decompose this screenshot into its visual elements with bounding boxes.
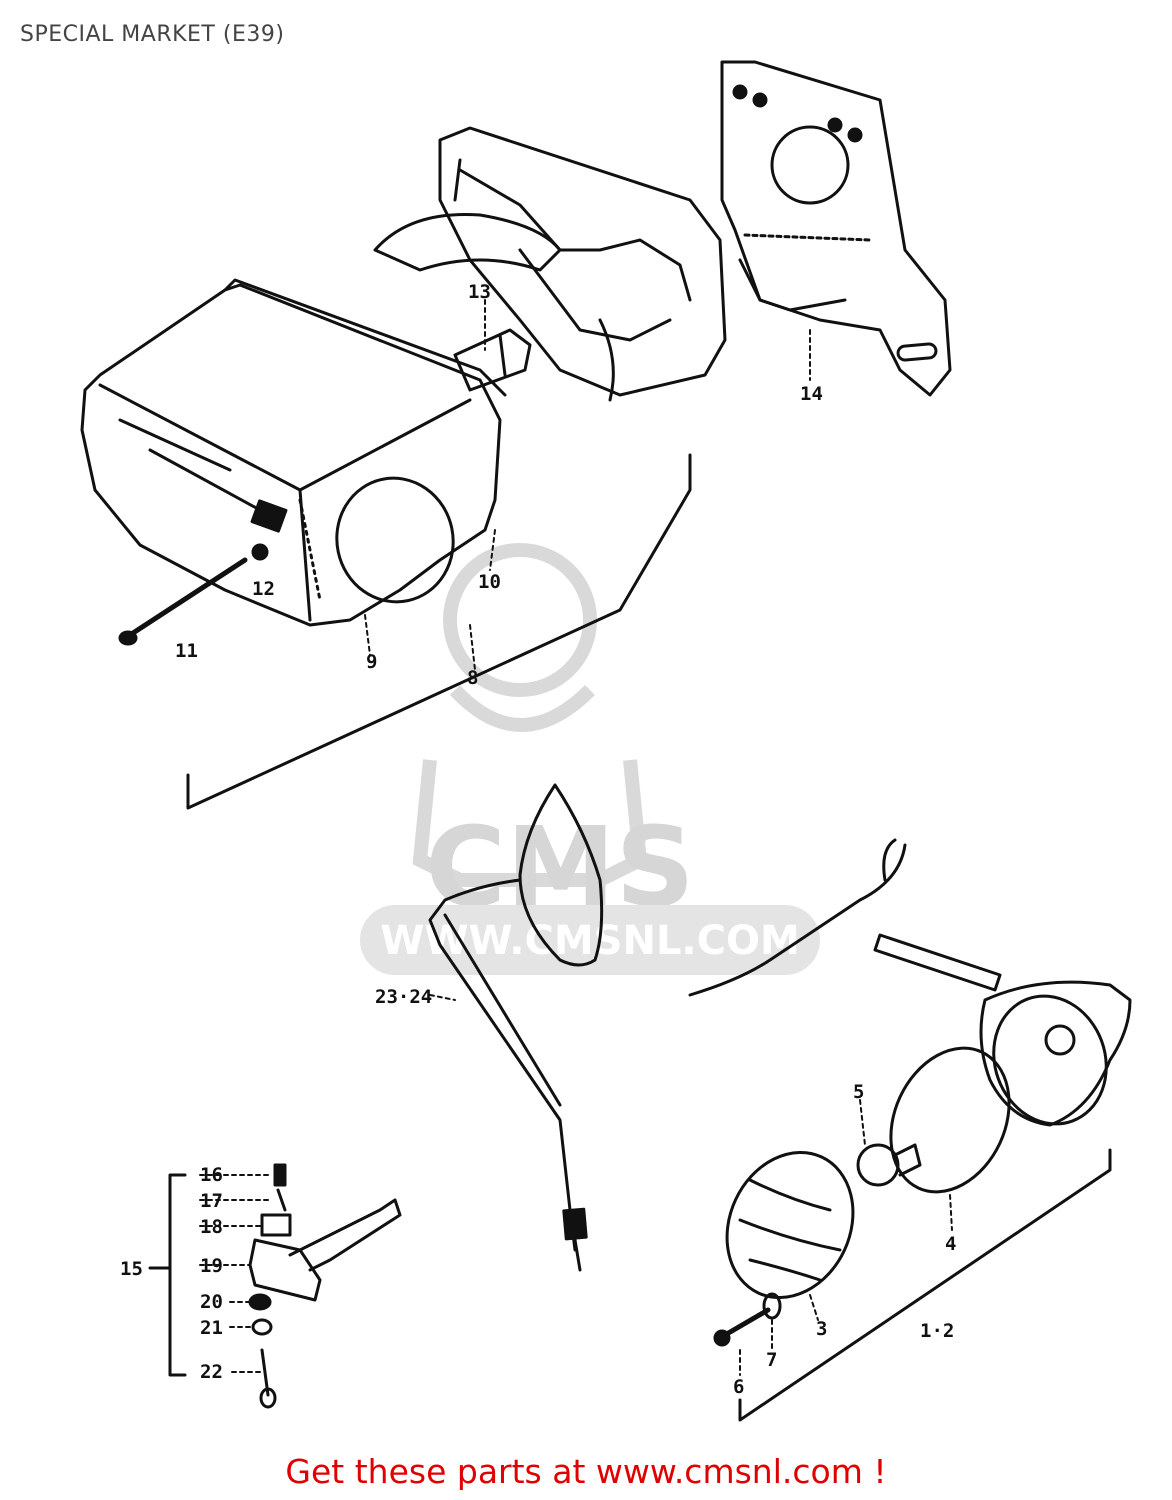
callout-21: 21: [200, 1317, 223, 1339]
callout-4: 4: [945, 1233, 956, 1255]
watermark-url: WWW.CMSNL.COM: [380, 918, 800, 964]
callout-5: 5: [853, 1081, 864, 1103]
callout-19: 19: [200, 1255, 223, 1277]
turn-signal-wire: [688, 838, 1002, 997]
watermark: CMS WWW.CMSNL.COM: [360, 543, 820, 975]
callout-23-24: 23·24: [375, 986, 432, 1008]
callout-15: 15: [120, 1258, 143, 1280]
mounting-bracket-plate: [720, 60, 952, 397]
watermark-mascot: [412, 543, 648, 887]
headlight-case: [80, 278, 507, 627]
headlight-bulb: [453, 328, 532, 392]
callout-13: 13: [468, 281, 491, 303]
callout-8: 8: [467, 667, 478, 689]
callout-10: 10: [478, 571, 501, 593]
turn-signal-bracket: [738, 1148, 1112, 1422]
callout-9: 9: [366, 651, 377, 673]
callout-3: 3: [816, 1318, 827, 1340]
callout-1-2: 1·2: [920, 1320, 954, 1342]
callout-6: 6: [733, 1376, 744, 1398]
page-title: SPECIAL MARKET (E39): [20, 22, 285, 47]
mounting-screw: [118, 543, 269, 646]
upper-assembly-bracket: [186, 453, 692, 810]
line-art: [80, 60, 1132, 1422]
callout-7: 7: [766, 1349, 777, 1371]
headlight-rear-housing: [438, 126, 727, 402]
part-15-bracket: [168, 1173, 187, 1377]
callout-14: 14: [800, 383, 823, 405]
watermark-url-band: [360, 905, 820, 975]
turn-signal-housing: [979, 980, 1132, 1127]
callout-16: 16: [200, 1164, 223, 1186]
get-parts-link[interactable]: Get these parts at www.cmsnl.com !: [285, 1452, 887, 1491]
lens-ring-gasket: [889, 1046, 1011, 1194]
callout-labels: 13 14 12 10 11 9 8 23·24 5 4 3 1·2 7 6 1…: [120, 281, 956, 1398]
callout-22: 22: [200, 1361, 223, 1383]
bracket-parts: [248, 1163, 402, 1409]
headlight-reflector-shell: [373, 212, 562, 272]
turn-signal-bulb: [856, 1143, 922, 1187]
callout-11: 11: [175, 640, 198, 662]
callout-17: 17: [200, 1190, 223, 1212]
lens-screw: [713, 1292, 782, 1347]
turn-signal-lens: [725, 1150, 855, 1300]
mirror: [428, 783, 604, 1272]
callout-18: 18: [200, 1216, 223, 1238]
callout-12: 12: [252, 578, 275, 600]
leader-lines: [199, 299, 953, 1376]
callout-20: 20: [200, 1291, 223, 1313]
